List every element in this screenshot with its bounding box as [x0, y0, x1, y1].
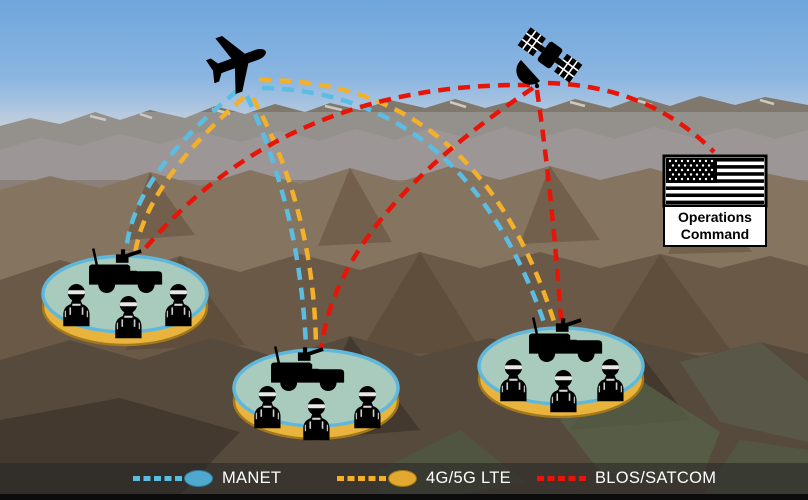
- satcom-link-satellite-command: [547, 80, 716, 154]
- operations-command-line1: Operations: [678, 209, 752, 225]
- us-flag-icon: [662, 154, 768, 208]
- flag-stars: [668, 159, 714, 181]
- manet-ellipse-swatch: [184, 470, 213, 487]
- legend-bar: MANET 4G/5G LTE BLOS/SATCOM: [0, 463, 808, 494]
- lte-link-aircraft-left-team: [132, 95, 246, 255]
- manet-link-aircraft-left-team: [123, 89, 239, 253]
- bottom-dark-strip: [0, 494, 808, 500]
- legend-item-manet: MANET: [133, 463, 281, 494]
- operations-command-label: Operations Command: [663, 205, 767, 247]
- manet-dash-swatch: [133, 476, 185, 481]
- legend-label-manet: MANET: [222, 469, 282, 487]
- legend-item-blos-satcom: BLOS/SATCOM: [537, 463, 716, 494]
- satcom-link-satellite-center-team: [318, 86, 535, 353]
- legend-label-blos-satcom: BLOS/SATCOM: [595, 469, 717, 487]
- airplane-icon: [205, 35, 266, 94]
- satcom-link-satellite-left-team: [140, 82, 531, 254]
- snow-patches: [89, 98, 775, 122]
- satcom-link-satellite-right-team: [534, 89, 565, 335]
- lte-ellipse-swatch: [388, 470, 417, 487]
- operations-command-line2: Command: [680, 225, 750, 242]
- satellite-dish-icon: [516, 60, 540, 89]
- satcom-dash-swatch: [537, 476, 589, 481]
- legend-label-lte: 4G/5G LTE: [426, 469, 511, 487]
- legend-item-lte: 4G/5G LTE: [337, 463, 511, 494]
- lte-dash-swatch: [337, 476, 389, 481]
- satellite-icon: [516, 27, 583, 89]
- manet-link-aircraft-center-team: [244, 95, 309, 348]
- lte-link-aircraft-center-team: [251, 96, 319, 348]
- operations-command-block: Operations Command: [663, 155, 767, 247]
- manet-link-aircraft-right-team: [261, 85, 551, 335]
- team-bubble-center: [232, 344, 400, 441]
